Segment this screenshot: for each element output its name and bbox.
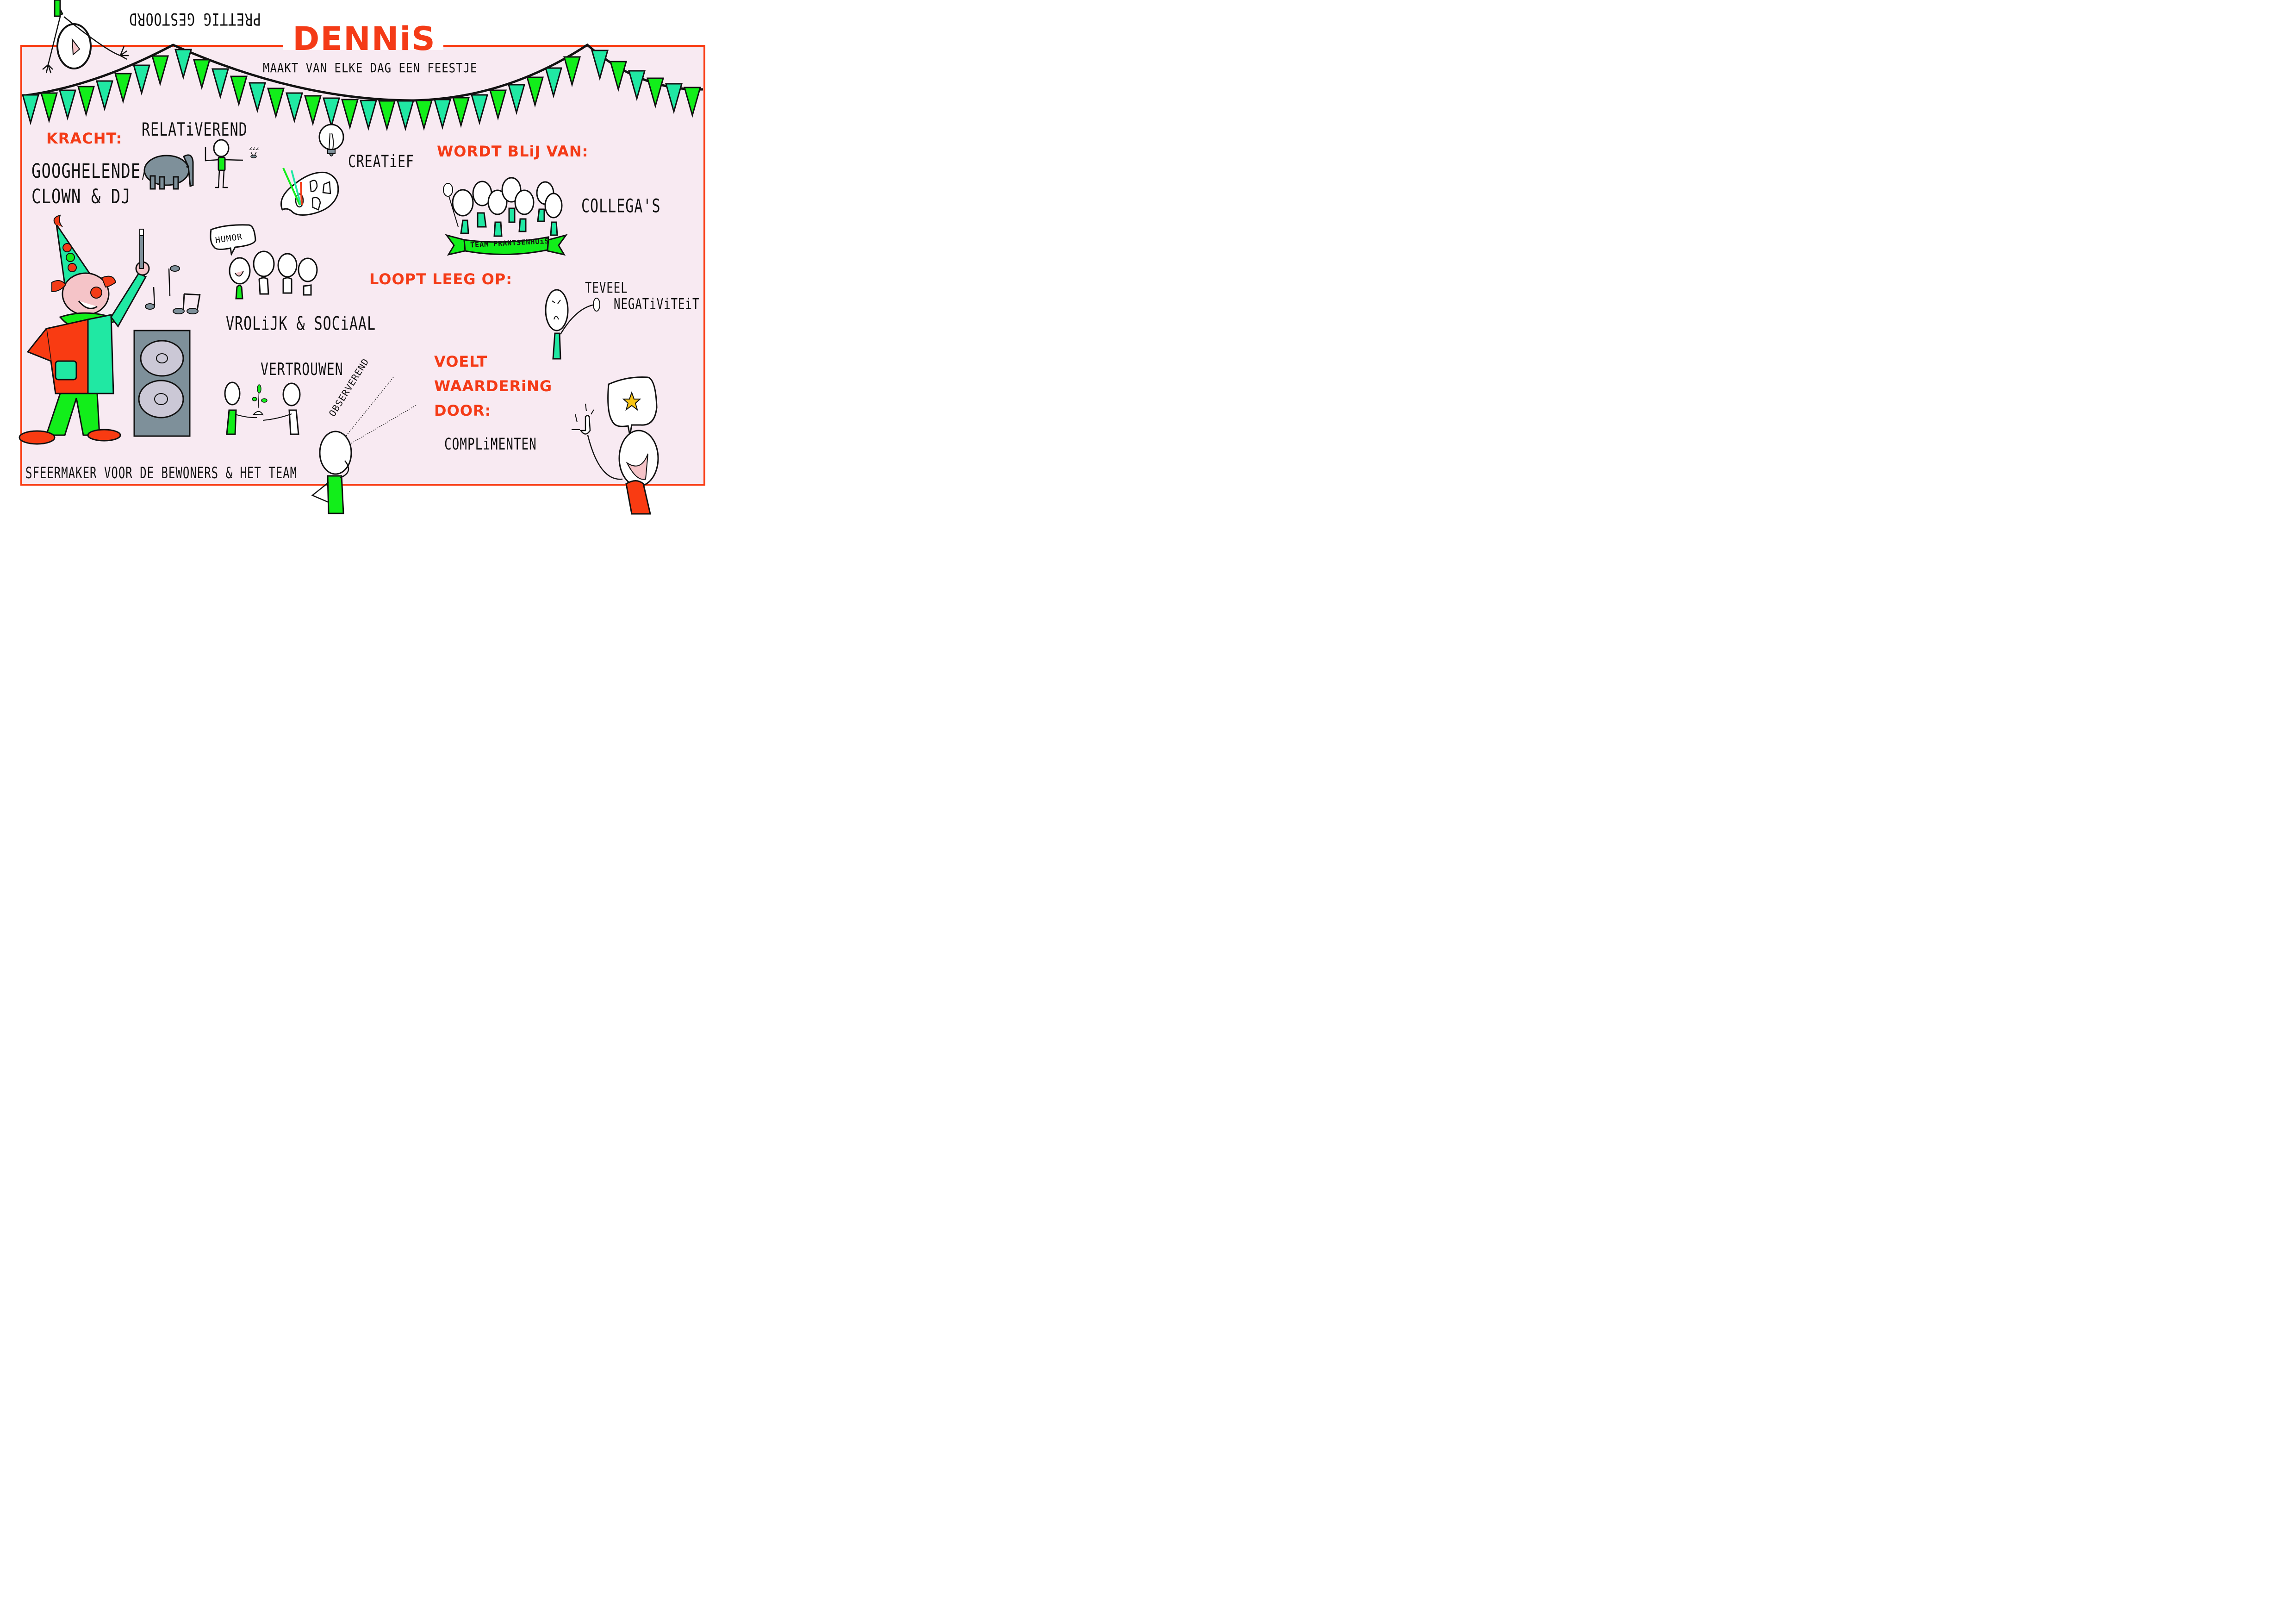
wordt-blij-van-heading: WORDT BLiJ VAN: [437,143,589,160]
kracht-main-line-2: CLOWN & DJ [31,185,131,208]
footer-text: SFEERMAKER VOOR DE BEWONERS & HET TEAM [25,464,298,482]
waardering-heading-line-3: DOOR: [434,402,492,419]
vrolijk-sociaal-label: VROLiJK & SOCiAAL [226,313,376,335]
bunting-garland-icon [22,43,703,130]
poster-canvas: DENNiS MAAKT VAN ELKE DAG EEN FEESTJE PR… [0,0,726,515]
angry-person-thumbs-down-icon [545,289,600,360]
vertrouwen-label: VERTROUWEN [261,359,343,379]
colleagues-group-icon [443,177,563,237]
subtitle: MAAKT VAN ELKE DAG EEN FEESTJE [263,60,478,76]
speaker-icon [133,330,191,437]
elephant-icon [142,154,194,190]
lightbulb-icon [318,124,344,156]
kracht-main-line-1: GOOGHELENDE [31,160,141,183]
speech-bubble-icon [210,224,256,256]
clown-dj-icon [19,214,150,445]
thumbs-up-person-icon [572,376,659,515]
music-notes-icon [145,265,201,314]
team-banner-icon [445,234,568,256]
teveel-label: TEVEEL [585,279,628,297]
zzz-icon: zzz [249,145,259,151]
waardering-heading-line-2: WAARDERiNG [434,377,553,395]
hanging-person-icon [42,0,129,74]
creatief-label: CREATiEF [348,151,414,171]
page-title: DENNiS [292,20,436,58]
collegas-label: COLLEGA'S [581,195,661,218]
kracht-heading: KRACHT: [46,130,123,147]
paint-palette-icon [280,168,339,216]
complimenten-label: COMPLiMENTEN [444,435,537,454]
upside-down-caption: PRETTIG GESTOORD [129,9,261,29]
plant-sharing-icon [224,381,301,435]
group-of-people-icon [229,250,318,300]
waardering-heading-line-1: VOELT [434,353,488,370]
loopt-leeg-op-heading: LOOPT LEEG OP: [369,270,513,288]
negativiteit-label: NEGATiViTEiT [614,295,700,313]
title-gap [283,41,443,50]
observing-person-icon [311,377,417,514]
relativerend-label: RELATiVEREND [142,119,248,141]
stick-figure-pointing-icon: zzz [205,139,259,188]
